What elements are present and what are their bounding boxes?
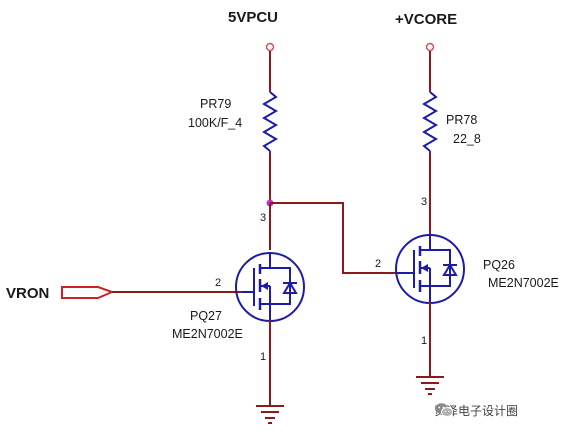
- pr78-ref: PR78: [446, 113, 478, 127]
- pr79-ref: PR79: [200, 97, 232, 111]
- pq26-part: ME2N7002E: [488, 276, 559, 290]
- input-port-vron: [61, 286, 115, 299]
- pq26-source-pin: 1: [421, 335, 428, 347]
- ground-symbol-right: [416, 376, 444, 395]
- pq27-ref: PQ27: [190, 309, 222, 323]
- pq26-drain-pin: 3: [421, 196, 428, 208]
- pr78-value: 22_8: [453, 132, 481, 146]
- rail-label-vcore: +VCORE: [395, 11, 458, 28]
- mosfet-pq26: [395, 234, 465, 304]
- pq27-drain-pin: 3: [260, 212, 267, 224]
- mosfet-pq27: [235, 252, 305, 322]
- pq27-source-pin: 1: [260, 351, 267, 363]
- watermark: 贤泽电子设计圈: [434, 402, 518, 419]
- rail-label-5vpcu: 5VPCU: [228, 9, 279, 26]
- resistor-pr79: [262, 91, 278, 152]
- input-label-vron: VRON: [6, 285, 50, 302]
- pq26-gate-pin: 2: [375, 258, 382, 270]
- wechat-icon: [435, 403, 453, 417]
- pr79-value: 100K/F_4: [188, 116, 243, 130]
- resistor-pr78: [422, 91, 438, 152]
- pq26-ref: PQ26: [483, 258, 515, 272]
- pq27-gate-pin: 2: [215, 277, 222, 289]
- rail-5vpcu-terminal: [265, 42, 275, 52]
- rail-vcore-terminal: [425, 42, 435, 52]
- watermark-text: 贤泽电子设计圈: [434, 404, 519, 418]
- wire-node-to-pq26-gate: [270, 202, 395, 274]
- ground-symbol-left: [256, 405, 284, 424]
- pq27-part: ME2N7002E: [172, 327, 243, 341]
